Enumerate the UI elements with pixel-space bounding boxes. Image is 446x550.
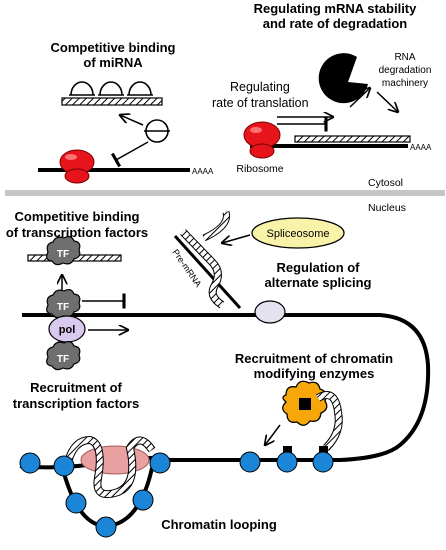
rna-degradation-label: RNA degradation machinery bbox=[379, 52, 432, 89]
svg-text:Regulating mRNA stability: Regulating mRNA stability bbox=[254, 1, 418, 16]
mirna-sponge-lncrna bbox=[61, 81, 163, 106]
svg-text:TF: TF bbox=[57, 302, 69, 313]
rna-polymerase-icon: pol bbox=[48, 315, 86, 343]
nucleosome-icon bbox=[19, 452, 41, 474]
mirna-hairpin-icon bbox=[144, 119, 170, 143]
nucleosome-icon bbox=[95, 516, 117, 538]
free-mirna bbox=[110, 115, 170, 168]
mirna-hairpin-icon bbox=[69, 81, 153, 96]
ribosome-icon bbox=[243, 121, 281, 159]
translation-arrows bbox=[277, 117, 333, 132]
polya-tail-label: AAAA bbox=[410, 143, 432, 152]
mrna-left: AAAA bbox=[38, 149, 214, 184]
svg-text:RNA: RNA bbox=[394, 52, 415, 63]
chromatin-looping-label: Chromatin looping bbox=[161, 517, 277, 532]
svg-text:Regulating: Regulating bbox=[230, 80, 290, 94]
svg-text:modifying enzymes: modifying enzymes bbox=[254, 366, 375, 381]
nucleosome-icon bbox=[149, 452, 171, 474]
svg-text:and rate of degradation: and rate of degradation bbox=[263, 16, 408, 31]
tf-cloud-icon: TF bbox=[46, 288, 81, 319]
nucleosome-icon bbox=[132, 489, 154, 511]
nucleosome-icon bbox=[276, 451, 298, 473]
svg-text:rate of translation: rate of translation bbox=[212, 96, 309, 110]
inhibition-bar bbox=[110, 141, 149, 168]
ribosome-icon bbox=[59, 149, 95, 184]
svg-text:machinery: machinery bbox=[382, 78, 428, 89]
ribosome-label: Ribosome bbox=[236, 163, 283, 175]
svg-text:of transcription factors: of transcription factors bbox=[6, 225, 148, 240]
polya-tail-label: AAAA bbox=[192, 167, 214, 176]
svg-text:Competitive binding: Competitive binding bbox=[51, 40, 176, 55]
looping-lncrna bbox=[64, 435, 156, 499]
translation-label: Regulating rate of translation bbox=[212, 80, 309, 110]
splicing-title: Regulation of alternate splicing bbox=[265, 260, 372, 290]
mirna-title: Competitive binding of miRNA bbox=[51, 40, 176, 70]
chromatin-enzyme-icon bbox=[282, 380, 328, 426]
nucleosomes-loop bbox=[19, 452, 171, 538]
spliceosome-icon: Spliceosome bbox=[251, 217, 345, 249]
degradation-arrows bbox=[349, 88, 398, 112]
release-arrow bbox=[120, 115, 144, 126]
nucleus-label: Nucleus bbox=[368, 202, 406, 214]
tf-recruit-title: Recruitment of transcription factors bbox=[13, 380, 139, 411]
svg-text:of miRNA: of miRNA bbox=[83, 55, 143, 70]
chromatin-mod-title: Recruitment of chromatin modifying enzym… bbox=[235, 351, 393, 381]
svg-text:pol: pol bbox=[59, 324, 76, 336]
svg-text:Recruitment of: Recruitment of bbox=[30, 380, 122, 395]
svg-text:TF: TF bbox=[57, 249, 69, 260]
pre-mrna: Pre-mRNA bbox=[170, 211, 242, 310]
rna-degradation-machinery-icon bbox=[318, 53, 368, 104]
loop-anchor-factor bbox=[80, 445, 150, 475]
nucleosome-icon bbox=[53, 455, 75, 477]
enzyme-arrow bbox=[265, 424, 281, 445]
nucleosomes-right bbox=[239, 451, 334, 473]
lncrna-strand bbox=[294, 135, 411, 143]
spliceosome-arrow bbox=[222, 234, 251, 243]
svg-text:TF: TF bbox=[57, 354, 69, 365]
tf-decoy-lncrna: TF bbox=[27, 235, 122, 266]
svg-text:Regulation of: Regulation of bbox=[276, 260, 360, 275]
tf-cloud-icon: TF bbox=[46, 340, 81, 371]
splicing-complex bbox=[254, 300, 286, 324]
nucleosome-icon bbox=[239, 451, 261, 473]
mrna-stability-title: Regulating mRNA stability and rate of de… bbox=[254, 1, 418, 31]
histone-marks bbox=[283, 446, 328, 454]
cytosol-label: Cytosol bbox=[368, 177, 403, 189]
chromatin-fiber bbox=[22, 312, 431, 464]
tf-cloud-icon: TF bbox=[46, 235, 81, 266]
mrna-right: AAAA Ribosome bbox=[236, 121, 432, 175]
svg-text:alternate splicing: alternate splicing bbox=[265, 275, 372, 290]
tf-competition-title: Competitive binding of transcription fac… bbox=[6, 209, 148, 240]
svg-text:Spliceosome: Spliceosome bbox=[267, 228, 330, 240]
nucleosome-icon bbox=[65, 492, 87, 514]
svg-text:Competitive binding: Competitive binding bbox=[15, 209, 140, 224]
nuclear-membrane-divider bbox=[5, 190, 445, 196]
enzyme-lncrna bbox=[315, 391, 343, 451]
svg-text:Recruitment of chromatin: Recruitment of chromatin bbox=[235, 351, 393, 366]
svg-text:degradation: degradation bbox=[379, 65, 432, 76]
nucleosome-icon bbox=[312, 451, 334, 473]
svg-text:transcription factors: transcription factors bbox=[13, 396, 139, 411]
